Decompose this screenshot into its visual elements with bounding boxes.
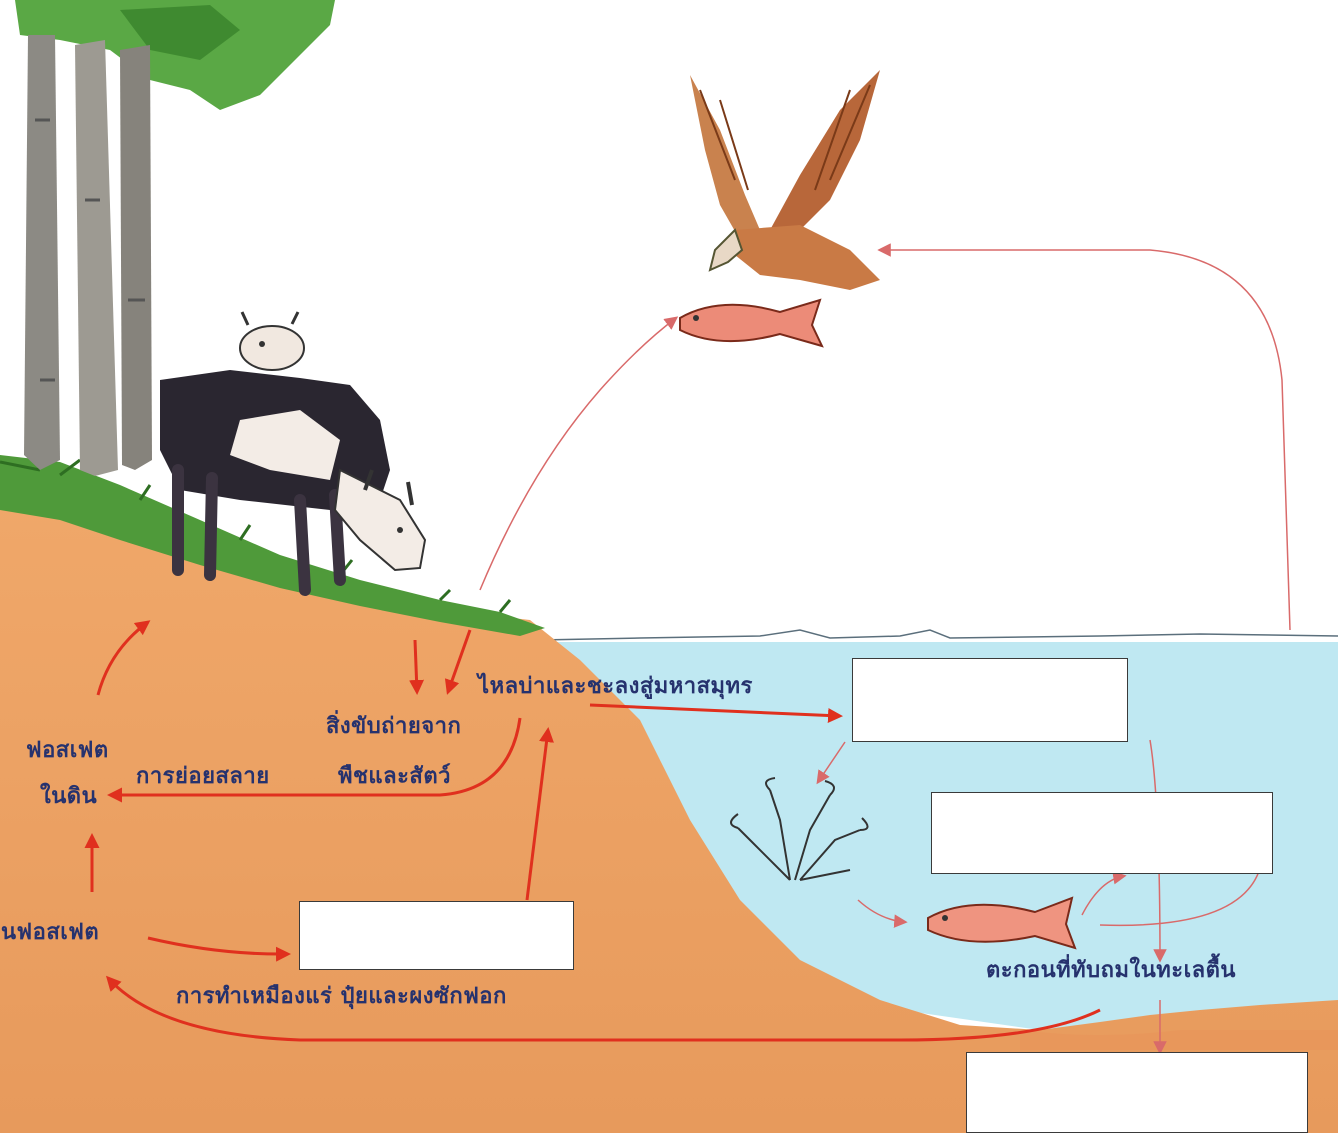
- eagle-icon: [690, 70, 880, 290]
- label-decomposition: การย่อยสลาย: [136, 766, 270, 788]
- arrow-excretion-1: [415, 640, 417, 692]
- label-excretion-1: สิ่งขับถ่ายจาก: [326, 716, 461, 738]
- label-excretion-2: พืชและสัตว์: [338, 766, 451, 788]
- label-soil-phosphate-1: ฟอสเฟต: [26, 740, 109, 762]
- calf-icon: [240, 312, 304, 370]
- fish-icon-held: [680, 300, 822, 346]
- label-phosphate-rock: หินฟอสเฟต: [0, 922, 99, 944]
- answer-box-4[interactable]: [966, 1052, 1308, 1133]
- label-shallow-sediment: ตะกอนที่ทับถมในทะเลตื้น: [986, 960, 1236, 982]
- answer-box-2[interactable]: [931, 792, 1273, 874]
- answer-box-3[interactable]: [299, 901, 574, 970]
- answer-box-1[interactable]: [852, 658, 1128, 742]
- label-soil-phosphate-2: ในดิน: [40, 786, 97, 808]
- label-runoff-to-sea: ไหลบ่าและชะลงสู่มหาสมุทร: [478, 676, 753, 698]
- sea-surface-line: [540, 630, 1338, 640]
- arrow-eagle-return: [880, 250, 1290, 630]
- arrow-to-eagle-fish: [480, 318, 676, 590]
- label-mining-fertilizer-detergent: การทำเหมืองแร่ ปุ๋ยและผงซักฟอก: [176, 986, 507, 1008]
